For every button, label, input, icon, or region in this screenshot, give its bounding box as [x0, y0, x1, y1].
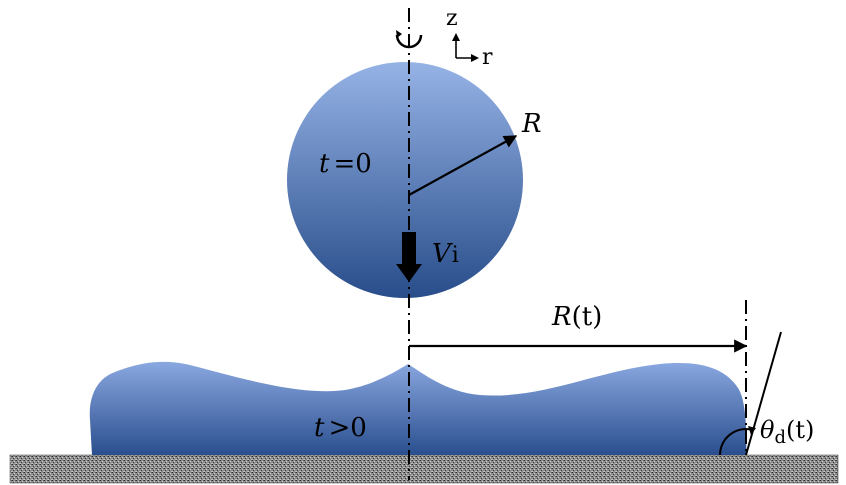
- contact-angle-arc: [719, 428, 754, 456]
- contact-angle-subscript: d: [774, 427, 786, 448]
- z-axis-label: z: [446, 6, 458, 31]
- coordinate-axes-icon: [452, 33, 479, 62]
- spreading-time-label: t>0: [314, 413, 367, 443]
- impact-velocity-arrow: [396, 232, 422, 282]
- spreading-radius-label: R(t): [551, 302, 602, 332]
- impact-velocity-label: Vi: [432, 239, 459, 269]
- velocity-subscript: i: [452, 243, 459, 268]
- solid-substrate: [9, 454, 839, 484]
- initial-time-symbol: t: [319, 149, 330, 179]
- contact-angle-argument: (t): [786, 416, 814, 444]
- axisymmetry-rotation-icon: [395, 34, 423, 49]
- contact-angle-label: θd(t): [760, 416, 814, 448]
- spreading-droplet: [89, 361, 747, 455]
- initial-time-relation: =0: [333, 149, 371, 179]
- contact-angle-symbol: θ: [760, 416, 775, 444]
- spreading-time-symbol: t: [314, 413, 325, 443]
- radius-arrow: [408, 135, 518, 196]
- falling-droplet: [287, 62, 523, 298]
- spreading-radius-argument: (t): [572, 302, 603, 332]
- r-axis-label: r: [482, 45, 493, 70]
- contact-angle-tangent: [745, 331, 782, 456]
- spreading-time-relation: >0: [328, 413, 366, 443]
- initial-time-label: t=0: [319, 149, 372, 179]
- velocity-symbol: V: [432, 239, 453, 269]
- radius-label: R: [521, 109, 542, 139]
- spreading-radius-symbol: R: [551, 302, 572, 332]
